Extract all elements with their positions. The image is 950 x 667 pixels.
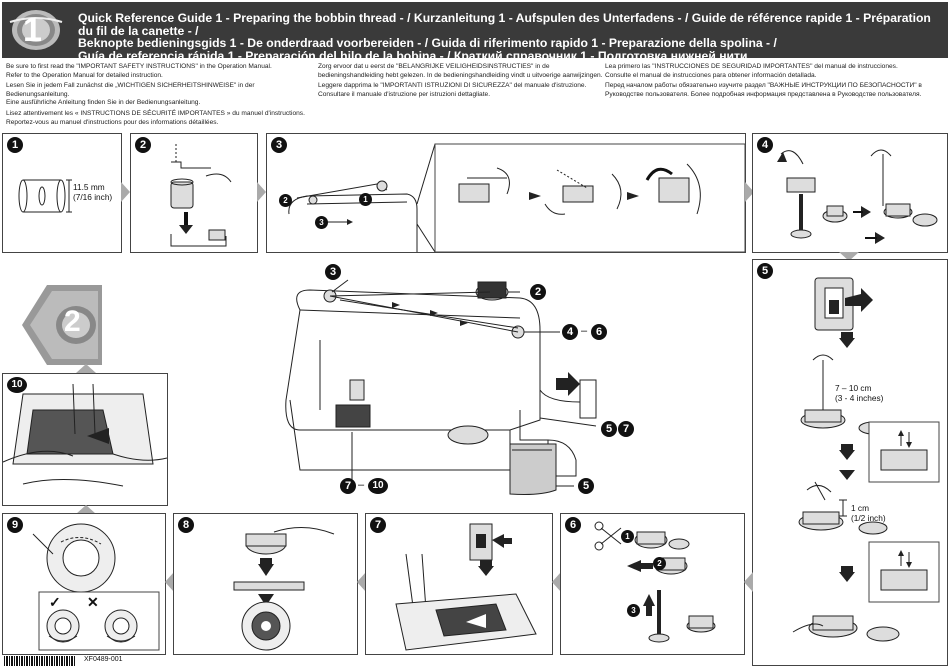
callout-5-pedal: 5 xyxy=(578,478,594,494)
substep-2-badge: 2 xyxy=(653,557,666,570)
step-7-badge: 7 xyxy=(370,517,386,533)
guide-title: Quick Reference Guide 1 - Preparing the … xyxy=(78,12,938,62)
intro-line: Перед началом работы обязательно изучите… xyxy=(605,82,922,90)
step-1-panel: 1 11.5 mm (7/16 inch) xyxy=(2,133,122,253)
bobbin-height-inch: (7/16 inch) xyxy=(73,192,113,202)
chevron-left-icon xyxy=(552,572,561,592)
callout-7: 7 xyxy=(618,421,634,437)
step-5-panel: 5 xyxy=(752,259,948,666)
section-2-marker: 2 xyxy=(22,285,102,365)
step-3-badge: 3 xyxy=(271,137,287,153)
bobbin-winder-illustration xyxy=(777,149,938,244)
intro-line: Refer to the Operation Manual for detail… xyxy=(6,71,163,79)
thread-guide-illustration xyxy=(288,143,746,253)
intro-line: bedieningshandleiding hebt gelezen. In d… xyxy=(318,71,603,79)
cut-length-cm: 1 cm xyxy=(851,503,869,513)
cut-length-inch: (1/2 inch) xyxy=(851,513,886,523)
substep-1-badge: 1 xyxy=(359,193,372,206)
bobbin-height-mm: 11.5 mm xyxy=(73,182,105,192)
thread-length-cm: 7 – 10 cm xyxy=(835,383,872,393)
step-4-badge: 4 xyxy=(757,137,773,153)
spool-logo: 1 xyxy=(6,8,64,52)
document-code: XF0489-001 xyxy=(84,656,123,663)
intro-line: Be sure to first read the "IMPORTANT SAF… xyxy=(6,63,272,70)
range-dash: – xyxy=(581,325,588,337)
intro-line: Leggere dapprima le "IMPORTANTI ISTRUZIO… xyxy=(318,82,587,90)
chevron-left-icon xyxy=(744,572,753,592)
step-1-badge: 1 xyxy=(7,137,23,153)
title-line-3: Guía de referencia rápida 1 - Preparació… xyxy=(78,48,748,63)
logo-number: 1 xyxy=(23,11,42,49)
title-line-2: Beknopte bedieningsgids 1 - De onderdraa… xyxy=(78,36,777,50)
substep-2-badge: 2 xyxy=(279,194,292,207)
callout-7-bottom: 7 xyxy=(340,478,356,494)
intro-line: Reportez-vous au manuel d'instructions p… xyxy=(6,118,219,126)
step-9-badge: 9 xyxy=(7,517,23,533)
bobbin-illustration xyxy=(18,179,72,213)
step-10-badge: 10 xyxy=(7,377,27,393)
barcode xyxy=(4,656,76,666)
chevron-down-icon xyxy=(839,252,859,261)
step-10-panel: 10 xyxy=(2,373,168,506)
intro-col-1: Be sure to first read the "IMPORTANT SAF… xyxy=(6,63,306,127)
callout-10: 10 xyxy=(368,478,388,494)
step-5-badge: 5 xyxy=(757,263,773,279)
step-7-panel: 7 xyxy=(365,513,553,655)
spool-pin-illustration xyxy=(170,144,232,247)
bobbin-winding-sequence-illustration xyxy=(792,277,940,642)
section-number: 2 xyxy=(64,305,81,338)
intro-line: Lisez attentivement les « INSTRUCTIONS D… xyxy=(6,109,305,117)
header-bar xyxy=(2,2,948,58)
chevron-right-icon xyxy=(121,182,130,202)
chevron-right-icon xyxy=(745,182,754,202)
substep-3-badge: 3 xyxy=(627,604,640,617)
chevron-left-icon xyxy=(357,572,366,592)
intro-col-3: Lea primero las "INSTRUCCIONES DE SEGURI… xyxy=(605,63,945,99)
title-line-1: Quick Reference Guide 1 - Preparing the … xyxy=(78,11,931,38)
callout-5: 5 xyxy=(601,421,617,437)
step-2-badge: 2 xyxy=(135,137,151,153)
thread-length-inch: (3 - 4 inches) xyxy=(835,393,884,403)
step-6-panel: 6 1 2 3 xyxy=(560,513,745,655)
intro-line: Consulte el manual de instrucciones para… xyxy=(605,71,817,79)
bobbin-insert-illustration xyxy=(2,383,168,487)
chevron-left-icon xyxy=(165,572,174,592)
callout-6: 6 xyxy=(591,324,607,340)
needle-plate-illustration xyxy=(395,523,537,651)
callout-3: 3 xyxy=(325,264,341,280)
correct-mark-icon: ✓ xyxy=(49,594,61,610)
chevron-right-icon xyxy=(257,182,266,202)
callout-2: 2 xyxy=(530,284,546,300)
callout-4: 4 xyxy=(562,324,578,340)
step-4-panel: 4 xyxy=(752,133,948,253)
step-3-panel: 3 1 2 3 xyxy=(266,133,746,253)
intro-line: Lesen Sie in jedem Fall zunächst die „WI… xyxy=(6,82,255,98)
step-2-panel: 2 xyxy=(130,133,258,253)
step-9-panel: 9 ✓ ✕ xyxy=(2,513,166,655)
remove-bobbin-illustration xyxy=(594,521,716,643)
chevron-up-icon xyxy=(76,505,96,514)
step-8-panel: 8 xyxy=(173,513,358,655)
chevron-up-icon xyxy=(76,364,96,373)
intro-line: Lea primero las "INSTRUCCIONES DE SEGURI… xyxy=(605,63,898,70)
range-dash-bottom: – xyxy=(358,479,365,491)
substep-3-badge: 3 xyxy=(315,216,328,229)
wrong-mark-icon: ✕ xyxy=(87,594,99,610)
intro-col-2: Zorg ervoor dat u eerst de "BELANGRIJKE … xyxy=(318,63,608,99)
step-8-badge: 8 xyxy=(178,517,194,533)
step-6-badge: 6 xyxy=(565,517,581,533)
intro-line: Zorg ervoor dat u eerst de "BELANGRIJKE … xyxy=(318,63,550,70)
intro-line: Eine ausführliche Anleitung finden Sie i… xyxy=(6,99,201,107)
intro-line: Consultare il manuale d'istruzione per i… xyxy=(318,90,491,98)
bobbin-seat-illustration xyxy=(233,527,335,651)
intro-line: Руководстве пользователя. Более подробна… xyxy=(605,90,922,98)
substep-1-badge: 1 xyxy=(621,530,634,543)
bobbin-direction-illustration xyxy=(32,523,160,651)
